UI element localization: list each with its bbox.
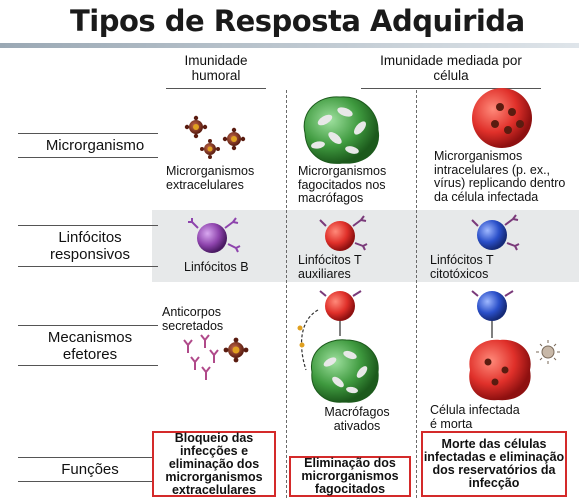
- released-virus-icon: [536, 340, 560, 364]
- b-lymphocyte-icon: [188, 217, 241, 253]
- row-rule: [18, 133, 158, 134]
- row-rule: [18, 225, 158, 226]
- activated-macrophages-label: Macrófagos ativados: [324, 405, 390, 433]
- column-header-humoral: Imunidade humoral: [184, 53, 248, 83]
- t-helper-label: Linfócitos T auxiliares: [298, 253, 362, 281]
- phagocytosed-microbes-label: Microrganismos fagocitados nos macrófago…: [298, 164, 387, 205]
- row-rule: [18, 481, 158, 482]
- activated-macrophage-icon: [310, 339, 379, 403]
- t-helper-lymphocyte-icon: [319, 290, 362, 321]
- extracellular-microbe-icon: [200, 139, 220, 159]
- cytokine-dot: [297, 325, 303, 331]
- extracellular-microbe-icon: [184, 115, 208, 139]
- page-title: Tipos de Resposta Adquirida: [70, 4, 525, 38]
- row-rule: [18, 457, 158, 458]
- function-box-infected-cells: Morte das células infectadas e eliminaçã…: [421, 431, 567, 497]
- column-header-cell-mediated: Imunidade mediada por célula: [380, 53, 522, 83]
- macrophage-icon: [303, 96, 380, 164]
- t-cytotoxic-lymphocyte-icon: [471, 214, 520, 251]
- antibody-icon: [183, 334, 219, 380]
- dying-infected-cell-icon: [469, 339, 531, 401]
- secreted-antibodies-label: Anticorpos secretados: [162, 305, 224, 333]
- function-box-phagocytosed: Eliminação dos microrganismos fagocitado…: [289, 456, 411, 497]
- column-separator-1: [286, 90, 287, 498]
- extracellular-microbes-label: Microrganismos extracelulares: [166, 164, 255, 192]
- cytokine-arrow: [300, 309, 319, 371]
- extracellular-microbe-icon: [222, 127, 246, 151]
- t-helper-lymphocyte-icon: [319, 215, 368, 251]
- row-label-effector: Mecanismos efetores: [47, 329, 133, 363]
- extracellular-microbe-icon: [223, 337, 249, 363]
- infected-cell-killed-label: Célula infectada é morta: [430, 403, 520, 431]
- cytokine-dot: [299, 342, 305, 348]
- header-underline-humoral: [166, 88, 266, 89]
- row-label-lymphocytes: Linfócitos responsivos: [49, 229, 131, 263]
- t-cytotoxic-lymphocyte-icon: [471, 290, 514, 321]
- intracellular-microbes-label: Microrganismos intracelulares (p. ex., v…: [434, 149, 566, 204]
- b-lymphocytes-label: Linfócitos B: [184, 260, 249, 274]
- infected-cell-icon: [472, 88, 532, 148]
- header-underline-cell-mediated: [361, 88, 541, 89]
- row-rule: [18, 157, 158, 158]
- row-rule: [18, 365, 158, 366]
- row-rule: [18, 325, 158, 326]
- t-cytotoxic-label: Linfócitos T citotóxicos: [430, 253, 494, 281]
- title-underline: [0, 43, 579, 48]
- function-box-humoral: Bloqueio das infecções e eliminação dos …: [152, 431, 276, 497]
- row-rule: [18, 266, 158, 267]
- column-separator-2: [416, 90, 417, 498]
- row-label-functions: Funções: [61, 461, 119, 478]
- row-label-microorganism: Microrganismo: [45, 137, 145, 154]
